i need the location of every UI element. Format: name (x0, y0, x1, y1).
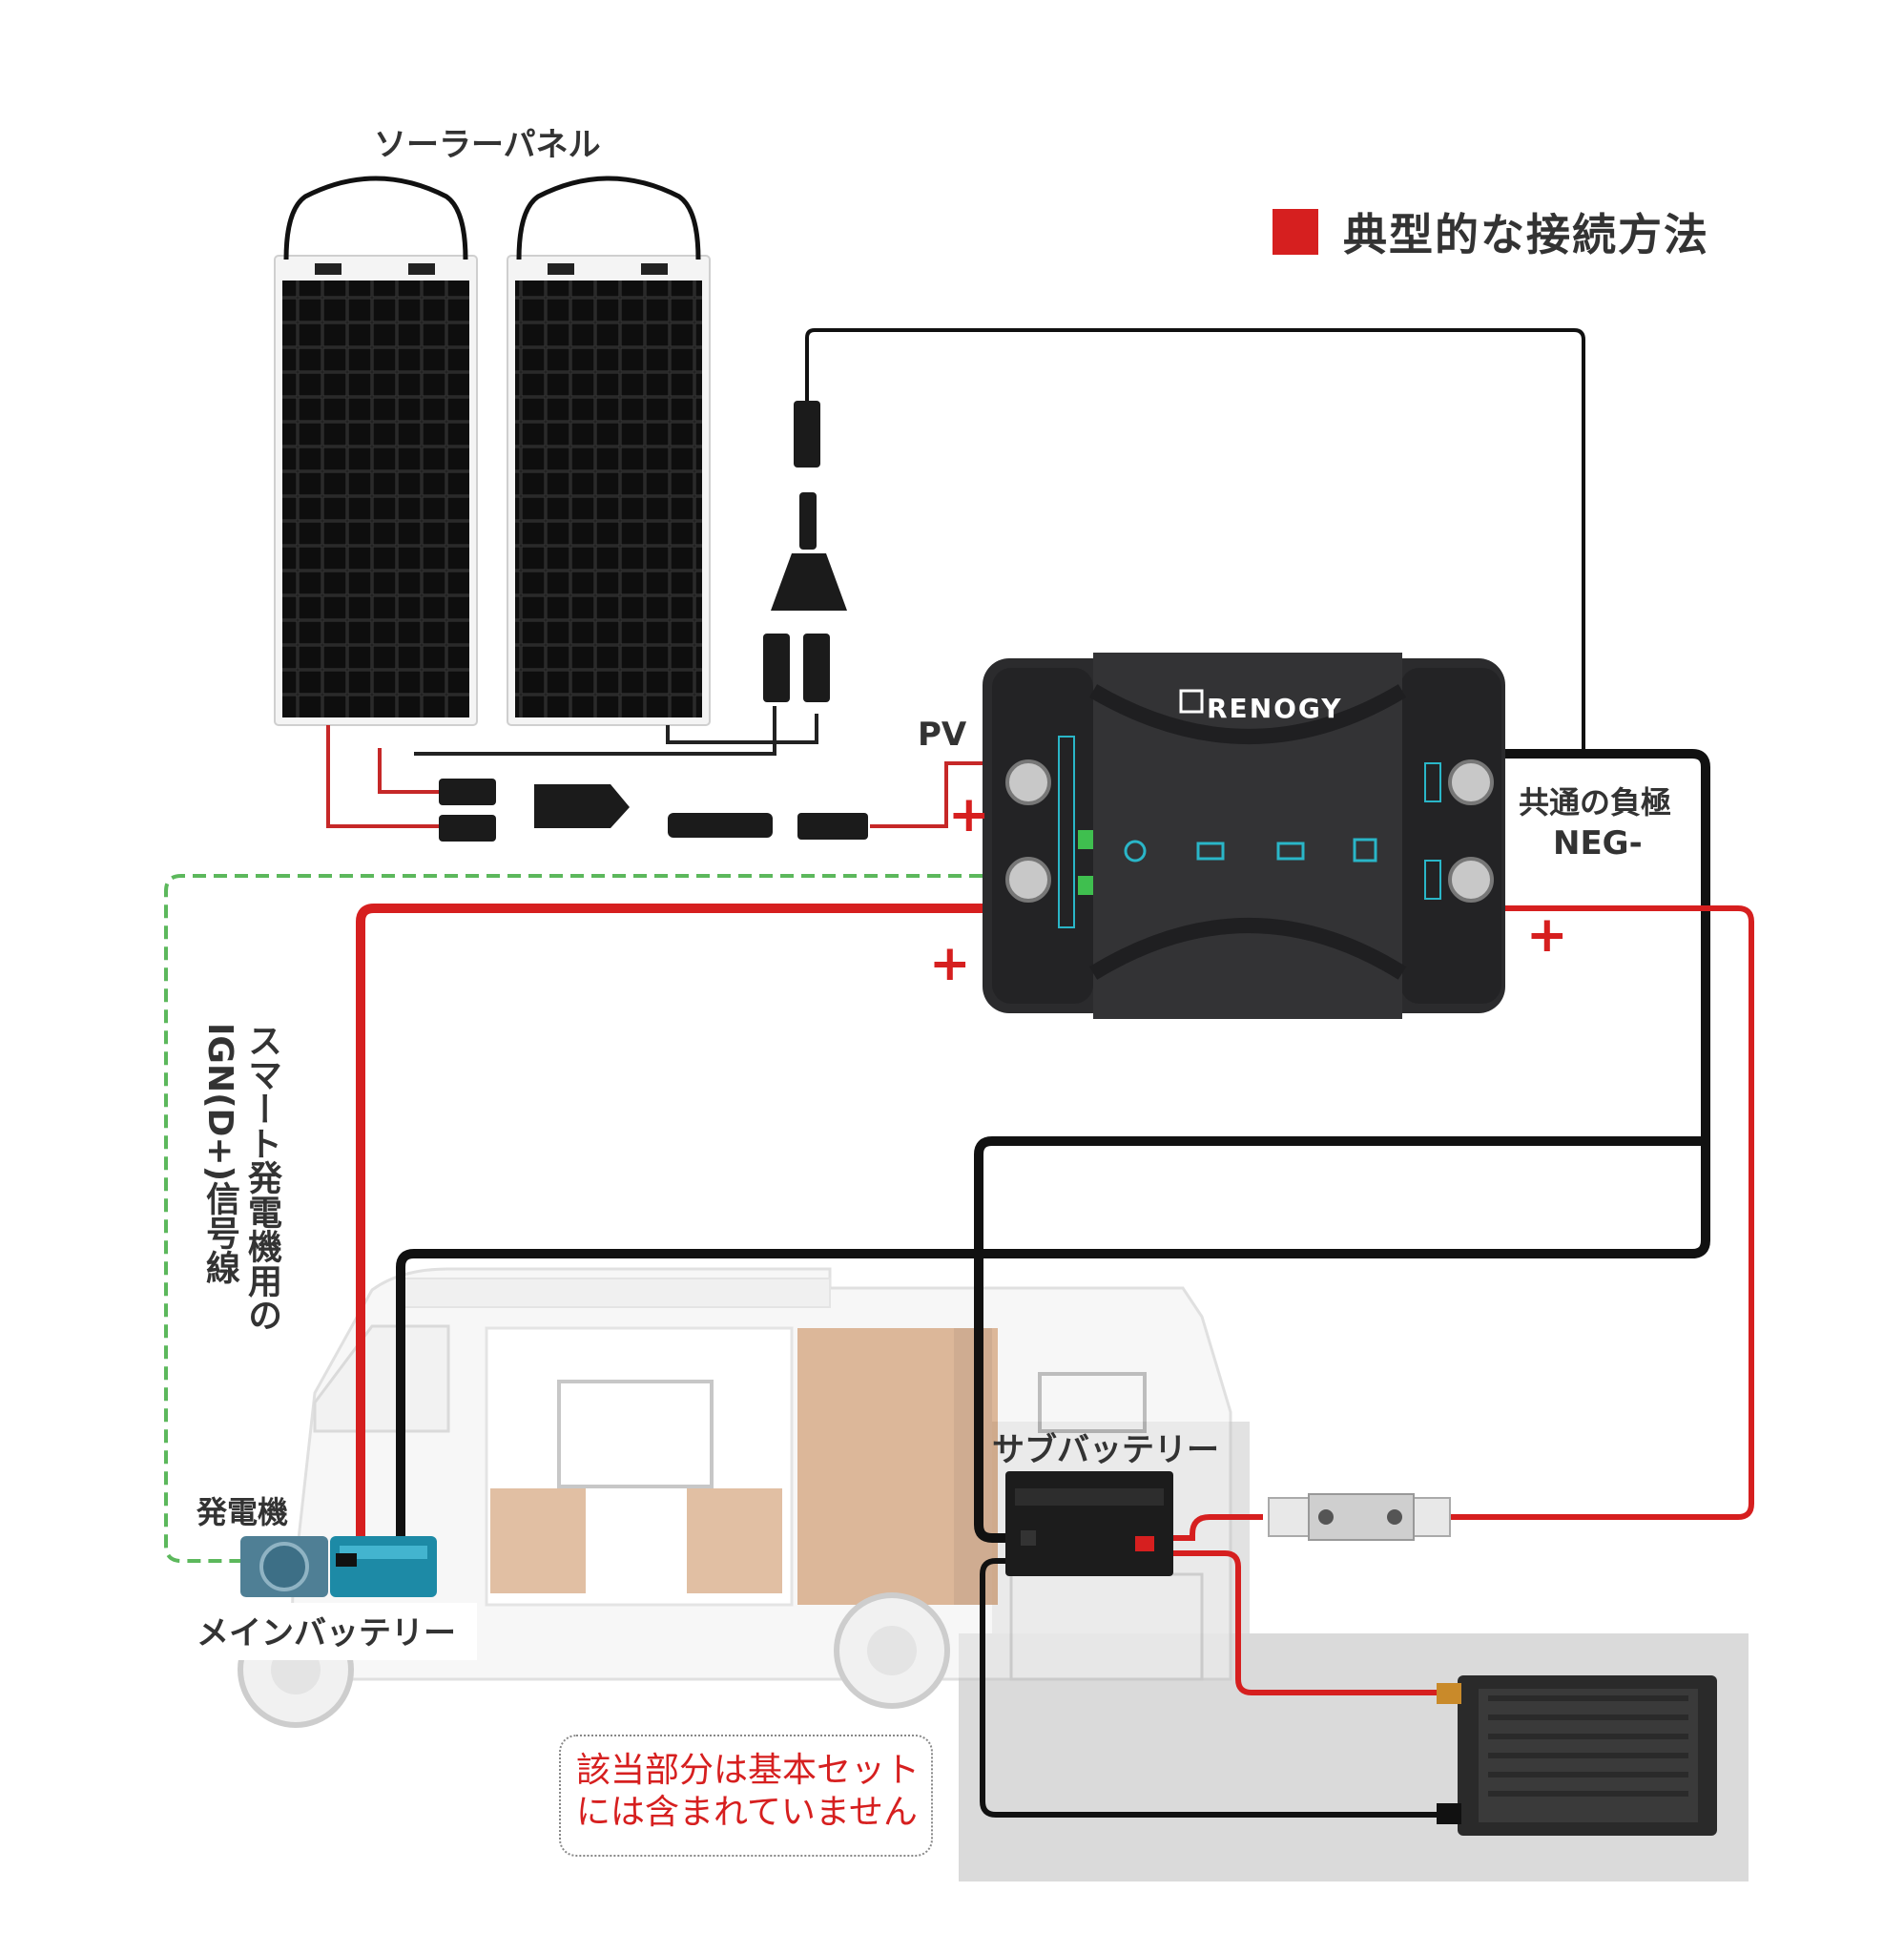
pv-plus-sign: + (948, 786, 990, 843)
legend-square (1273, 209, 1318, 255)
dc-charger-icon (983, 653, 1505, 1019)
sub-plus-sign: + (1526, 906, 1568, 964)
ign-signal-label: スマート発電機用のIGN(D+)信号線 (200, 1023, 281, 1332)
generator-label: 発電機 (197, 1494, 289, 1530)
pv-label: PV (918, 716, 967, 754)
main-battery-icon (330, 1536, 437, 1597)
diagram-title: 典型的な接続方法 (1343, 209, 1709, 260)
neg-label: NEG- (1553, 824, 1643, 863)
sub-battery-label: サブバッテリー (992, 1431, 1219, 1469)
generator-icon (240, 1536, 328, 1597)
ign-signal-wire (164, 874, 983, 1563)
main-battery-positive-wire (356, 904, 983, 1551)
fuse-icon (1268, 1493, 1451, 1541)
not-included-note: 該当部分は基本セットには含まれていません (559, 1735, 933, 1857)
solar-panel-right-icon (507, 176, 711, 726)
legend: 典型的な接続方法 (1273, 200, 1709, 263)
brand-logo: RENOGY (1207, 693, 1343, 724)
common-negative-wire (396, 749, 1710, 1551)
sub-battery-positive-wire (1450, 905, 1754, 1520)
pv-wires (326, 328, 1585, 828)
inverter-icon (1437, 1675, 1717, 1836)
main-plus-sign: + (929, 935, 971, 992)
common-negative-label: 共通の負極 (1519, 784, 1672, 821)
camper-van-icon (153, 1267, 1232, 1728)
sub-battery-icon (1005, 1471, 1173, 1576)
branch-connector-icon (439, 401, 868, 842)
solar-panel-left-icon (274, 176, 478, 726)
sub-battery-negative-wire (974, 1136, 1706, 1543)
main-battery-label: メインバッテリー (197, 1614, 456, 1653)
solar-panel-label: ソーラーパネル (374, 126, 601, 164)
